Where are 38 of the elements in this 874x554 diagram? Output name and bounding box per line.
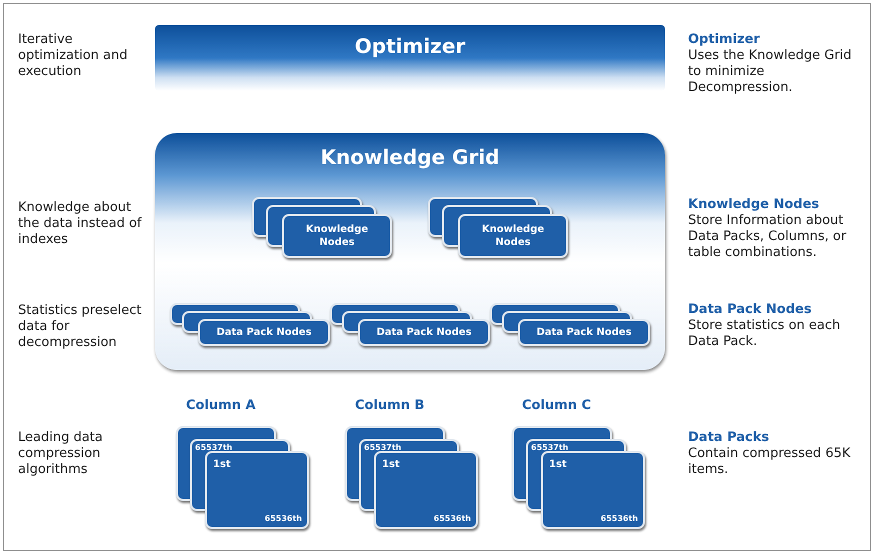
layer-note: Store statistics on each Data Pack. — [688, 318, 842, 350]
band-title: Optimizer — [354, 34, 466, 58]
section-heading: Data Packs — [688, 430, 770, 445]
row-number: 65536th — [434, 514, 471, 523]
layer-note: Contain compressed 65K items. — [688, 446, 852, 478]
section-heading: Knowledge Nodes — [688, 197, 820, 212]
row-number: 1st — [382, 459, 400, 470]
card-label: Data Pack Nodes — [535, 327, 633, 338]
knowledge-node-stack — [428, 197, 570, 260]
layer-note: Store Information about Data Packs, Columns, or table combinations. — [688, 213, 848, 261]
row-number: 65537th — [195, 443, 232, 452]
section-heading: Optimizer — [688, 32, 760, 47]
section-heading: Data Pack Nodes — [688, 302, 812, 317]
layer-description: Knowledge about the data instead of indexes — [18, 200, 143, 248]
column-heading: Column B — [355, 398, 424, 413]
column-heading: Column A — [186, 398, 256, 413]
card-label: Knowledge Nodes — [480, 223, 546, 249]
card-label: Data Pack Nodes — [375, 327, 473, 338]
layer-note: Uses the Knowledge Grid to minimize Decompression. — [688, 48, 853, 96]
row-number: 65536th — [264, 514, 302, 523]
layer-description: Statistics preselect data for decompression — [18, 303, 142, 351]
layer-description: Iterative optimization and execution — [18, 32, 128, 80]
card-label: Data Pack Nodes — [215, 327, 313, 338]
data-pack-node-stack — [330, 303, 491, 347]
optimizer-band — [155, 25, 665, 91]
layer-description: Leading data compression algorithms — [18, 430, 104, 478]
knowledge-grid-panel — [155, 133, 665, 370]
card-label: Knowledge Nodes — [304, 223, 370, 249]
row-number: 65536th — [600, 514, 638, 523]
panel-title: Knowledge Grid — [320, 145, 500, 169]
data-pack-node-stack — [170, 303, 331, 347]
row-number: 65537th — [531, 443, 568, 452]
row-number: 65537th — [364, 443, 402, 452]
row-number: 1st — [549, 459, 567, 470]
row-number: 1st — [213, 459, 231, 470]
column-heading: Column C — [522, 398, 592, 413]
data-pack-node-stack — [490, 303, 651, 347]
knowledge-node-stack — [252, 197, 394, 260]
